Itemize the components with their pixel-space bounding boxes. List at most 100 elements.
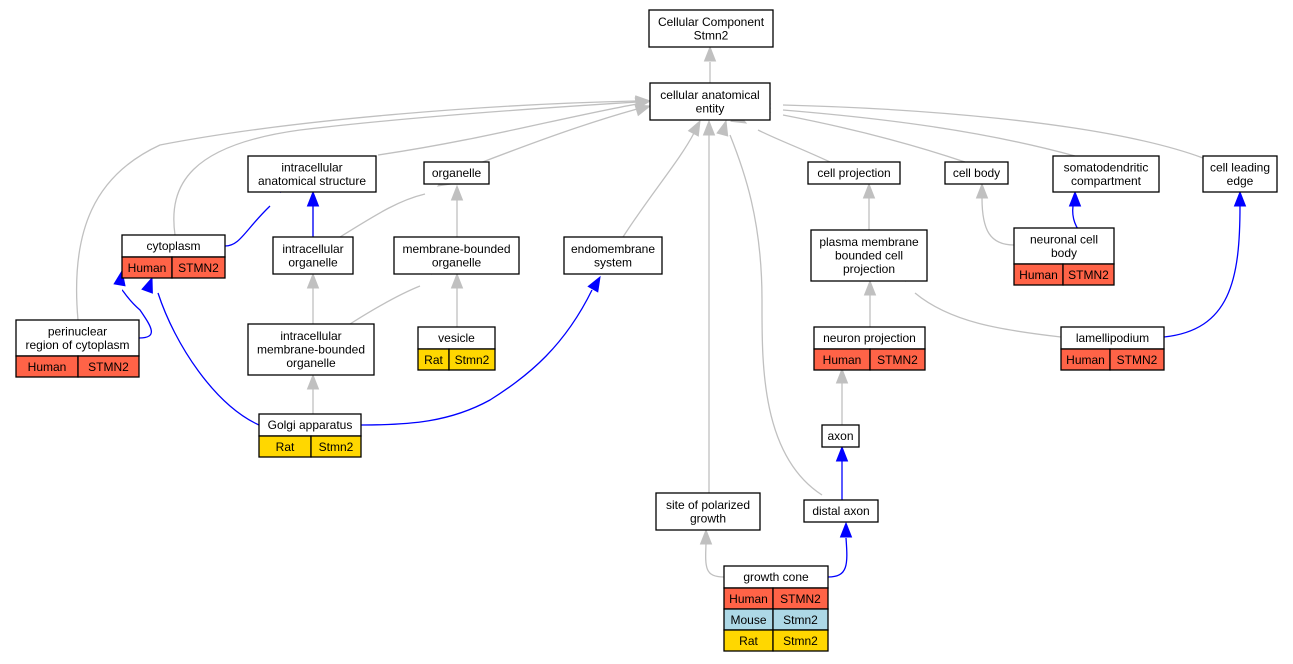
node-label: bounded cell <box>835 249 903 263</box>
node-label: Cellular Component <box>658 15 765 29</box>
part-of-edge <box>141 276 260 426</box>
node-label: perinuclear <box>48 324 107 338</box>
species-label: Human <box>823 353 862 367</box>
arrowhead <box>306 190 320 207</box>
node-box <box>423 161 490 185</box>
species-label: Rat <box>739 634 758 648</box>
node-box <box>649 82 771 121</box>
arrowhead <box>306 272 320 289</box>
node-box <box>1013 227 1115 265</box>
arrowhead <box>702 119 716 136</box>
species-label: Mouse <box>730 613 766 627</box>
arrowhead <box>975 182 989 199</box>
arrowhead <box>141 276 153 294</box>
is-a-edge <box>863 279 877 327</box>
node-label: anatomical structure <box>258 174 366 188</box>
node-box <box>393 236 520 275</box>
node-label: organelle <box>288 255 338 269</box>
gene-label: STMN2 <box>1068 268 1109 282</box>
part-of-edge <box>827 521 853 578</box>
node-label: somatodendritic <box>1064 160 1149 174</box>
node-box <box>807 161 901 185</box>
node-cellproj[interactable]: cell projection <box>807 161 901 185</box>
node-label: site of polarized <box>666 498 750 512</box>
node-label: compartment <box>1071 174 1142 188</box>
node-label: intracellular <box>281 160 342 174</box>
gene-cell <box>310 435 362 458</box>
node-axon[interactable]: axon <box>821 424 860 448</box>
node-label: Golgi apparatus <box>268 418 353 432</box>
is-a-edge <box>975 182 1015 246</box>
gene-cell <box>448 348 496 371</box>
node-label: entity <box>696 101 725 115</box>
node-label: cell body <box>953 166 1000 180</box>
species-label: Human <box>128 261 167 275</box>
arrowhead <box>703 45 717 62</box>
node-label: edge <box>1227 174 1254 188</box>
node-box <box>247 323 375 376</box>
part-of-edge <box>1163 190 1247 338</box>
node-label: neuron projection <box>823 331 916 345</box>
is-a-edge <box>75 95 652 321</box>
node-label: Stmn2 <box>694 28 729 42</box>
node-box <box>272 236 354 275</box>
node-cellbody[interactable]: cell body <box>944 161 1009 185</box>
node-distal[interactable]: distal axon <box>803 499 879 523</box>
arrowhead <box>835 445 849 462</box>
gene-cell <box>1062 263 1115 286</box>
node-label: neuronal cell <box>1030 232 1098 246</box>
is-a-edge <box>835 367 849 425</box>
node-box <box>1202 155 1278 193</box>
is-a-edge <box>479 104 652 164</box>
node-box <box>247 155 377 193</box>
node-label: organelle <box>432 255 482 269</box>
is-a-edge <box>450 184 464 237</box>
node-label: intracellular <box>280 329 341 343</box>
gene-cell <box>77 355 140 378</box>
node-label: distal axon <box>812 504 869 518</box>
is-a-edge <box>699 528 725 578</box>
species-label: Rat <box>276 440 295 454</box>
arrowhead <box>306 373 320 390</box>
arrowhead <box>1233 190 1247 207</box>
part-of-edge <box>835 445 849 500</box>
node-label: membrane-bounded <box>402 242 510 256</box>
species-label: Human <box>729 592 768 606</box>
is-a-edge <box>702 119 716 493</box>
node-box <box>810 229 928 282</box>
node-organelle[interactable]: organelle <box>423 161 490 185</box>
node-box <box>648 9 774 48</box>
species-label: Human <box>1066 353 1105 367</box>
node-label: cytoplasm <box>146 239 200 253</box>
node-label: organelle <box>432 166 482 180</box>
is-a-edge <box>306 272 320 324</box>
arrowhead <box>716 119 729 137</box>
node-label: cell projection <box>817 166 890 180</box>
is-a-edge <box>755 100 1076 157</box>
gene-cell <box>1109 348 1165 371</box>
part-of-edge <box>360 275 601 426</box>
node-label: organelle <box>286 356 336 370</box>
part-of-edge <box>306 190 320 237</box>
gene-label: STMN2 <box>88 360 129 374</box>
